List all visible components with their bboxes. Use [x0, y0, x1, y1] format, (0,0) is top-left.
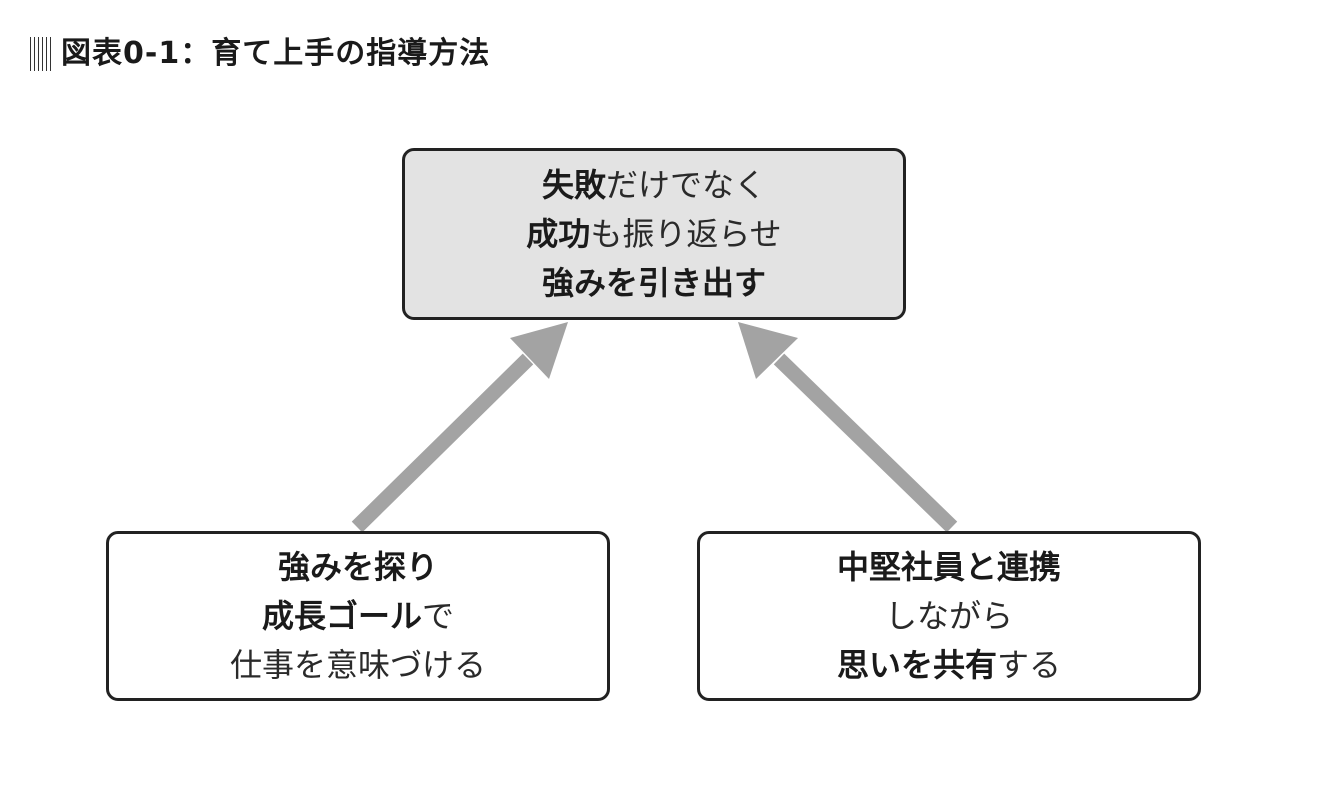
top-box-line-1-bold: 失敗 [541, 165, 606, 204]
left-box-line-2: 成長ゴールで [262, 592, 454, 641]
top-box-line-2-normal: も振り返らせ [590, 214, 782, 253]
right-box: 中堅社員と連携 しながら 思いを共有する [697, 531, 1201, 701]
right-box-line-2: しながら [885, 592, 1013, 641]
right-box-line-3-normal: する [997, 645, 1062, 684]
right-box-line-1: 中堅社員と連携 [837, 543, 1061, 592]
right-box-line-2-normal: しながら [884, 596, 1013, 635]
figure-title: 図表0-1：育て上手の指導方法 [61, 36, 491, 71]
top-box-line-1-normal: だけでなく [606, 165, 767, 204]
left-box-line-3-normal: 仕事を意味づける [229, 645, 486, 684]
top-box-line-3: 強みを引き出す [542, 259, 766, 308]
top-box-line-2-bold: 成功 [526, 214, 591, 253]
top-box-line-2: 成功も振り返らせ [526, 210, 781, 259]
right-box-line-1-bold: 中堅社員と連携 [836, 547, 1061, 586]
arrow-right-to-top [738, 322, 958, 533]
arrow-left-to-top [351, 322, 568, 533]
title-marker-icon [30, 37, 51, 71]
arrow-right-shaft [773, 353, 958, 533]
right-box-line-3: 思いを共有する [837, 641, 1061, 690]
top-box: 失敗だけでなく 成功も振り返らせ 強みを引き出す [402, 148, 906, 320]
left-box-line-3: 仕事を意味づける [230, 641, 486, 690]
top-box-line-3-bold: 強みを引き出す [541, 263, 766, 302]
top-box-line-1: 失敗だけでなく [542, 161, 766, 210]
right-box-line-3-bold: 思いを共有 [836, 645, 997, 684]
figure-title-row: 図表0-1：育て上手の指導方法 [30, 34, 490, 74]
left-box-line-1: 強みを探り [278, 543, 438, 592]
arrow-left-head [510, 322, 568, 379]
arrow-left-shaft [351, 353, 534, 533]
arrow-right-head [738, 322, 798, 379]
left-box-line-2-bold: 成長ゴール [261, 596, 422, 635]
left-box-line-1-bold: 強みを探り [277, 547, 438, 586]
left-box: 強みを探り 成長ゴールで 仕事を意味づける [106, 531, 610, 701]
left-box-line-2-normal: で [422, 596, 455, 635]
